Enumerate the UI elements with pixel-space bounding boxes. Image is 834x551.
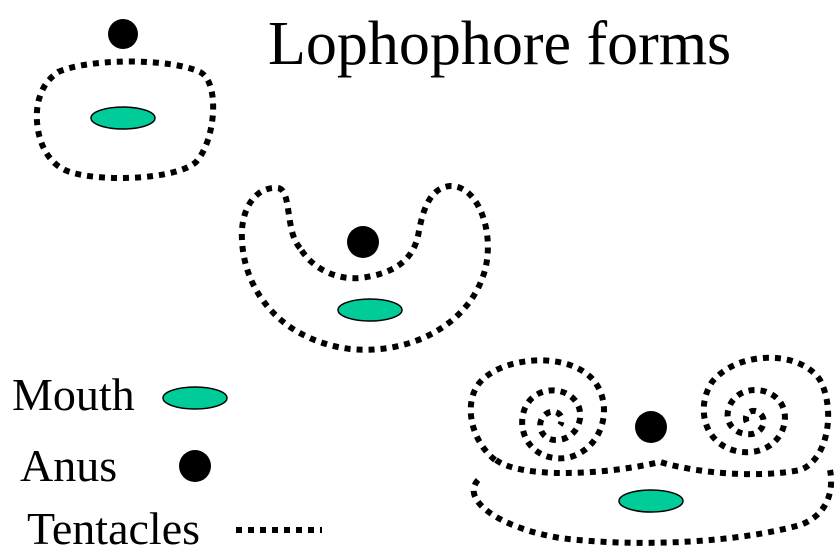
mouth-icon — [338, 299, 402, 321]
legend-tentacles-label: Tentacles — [27, 503, 200, 551]
legend-anus-icon — [179, 450, 211, 482]
form-horseshoe — [242, 186, 488, 350]
anus-icon — [635, 411, 667, 443]
anus-icon — [347, 226, 379, 258]
form-oval — [37, 19, 213, 178]
legend: Mouth Anus Tentacles — [12, 369, 322, 551]
anus-icon — [108, 19, 138, 49]
mouth-icon — [619, 490, 683, 512]
legend-mouth-icon — [163, 387, 227, 409]
legend-mouth-label: Mouth — [12, 369, 135, 420]
form-spiral — [471, 358, 831, 543]
diagram-title: Lophophore forms — [268, 10, 731, 78]
legend-anus-label: Anus — [20, 440, 117, 491]
mouth-icon — [91, 107, 155, 129]
tentacle-ring-icon — [242, 186, 488, 350]
